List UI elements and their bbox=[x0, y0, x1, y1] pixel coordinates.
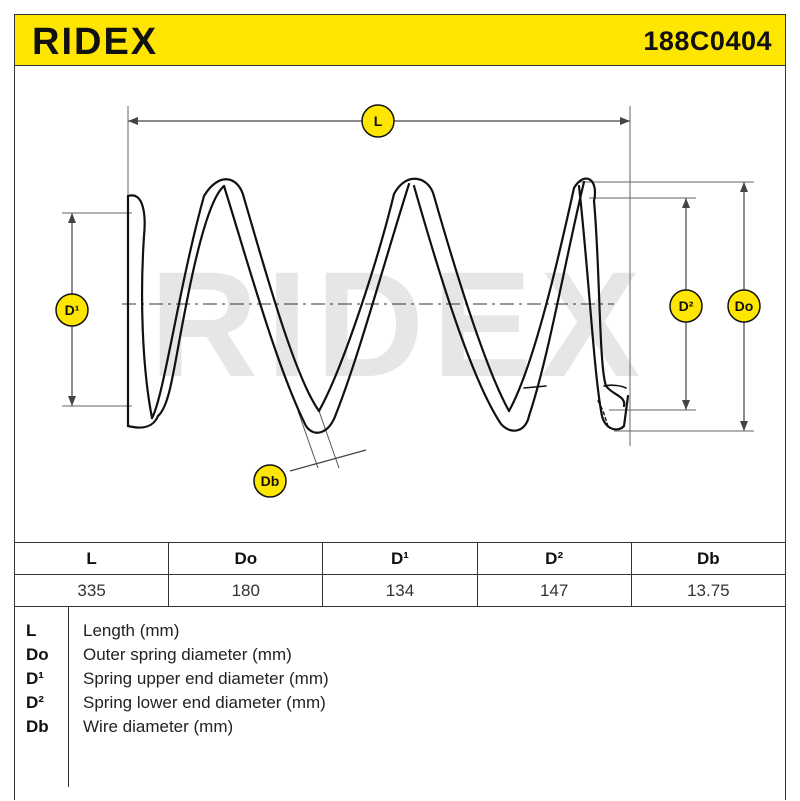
spring-drawing: RIDEX bbox=[55, 104, 761, 498]
d1-arrow-bottom bbox=[68, 396, 76, 406]
legend-key: Db bbox=[26, 717, 49, 736]
table-header-row: L Do D¹ D² Db bbox=[13, 542, 787, 575]
table-header: D¹ bbox=[322, 542, 478, 575]
table-cell: 335 bbox=[13, 574, 170, 607]
part-number: 188C0404 bbox=[643, 26, 772, 56]
brand-name: RIDEX bbox=[32, 21, 158, 63]
l-arrow-left bbox=[128, 117, 138, 125]
badge-l: L bbox=[361, 104, 395, 138]
label-d1: D¹ bbox=[65, 302, 80, 318]
legend-desc: Spring upper end diameter (mm) bbox=[83, 669, 329, 688]
label-db: Db bbox=[261, 473, 280, 489]
legend-desc: Spring lower end diameter (mm) bbox=[83, 693, 326, 712]
watermark: RIDEX bbox=[150, 240, 648, 408]
table-header: D² bbox=[476, 542, 632, 575]
legend-key: Do bbox=[26, 645, 49, 664]
legend-key: L bbox=[26, 621, 37, 640]
d1-arrow-top bbox=[68, 213, 76, 223]
dimensions-table: L Do D¹ D² Db 335 180 134 147 13.75 bbox=[13, 542, 787, 607]
badge-db: Db bbox=[253, 464, 287, 498]
badge-d2: D² bbox=[669, 289, 703, 323]
label-d2: D² bbox=[679, 298, 694, 314]
coil-spring bbox=[126, 177, 630, 434]
label-l: L bbox=[374, 113, 383, 129]
legend-desc: Wire diameter (mm) bbox=[83, 717, 234, 736]
legend-item: D² Spring lower end diameter (mm) bbox=[14, 691, 786, 715]
l-arrow-right bbox=[620, 117, 630, 125]
legend-divider bbox=[68, 607, 69, 787]
table-cell: 147 bbox=[476, 574, 632, 607]
legend-item: Db Wire diameter (mm) bbox=[14, 715, 786, 739]
legend-item: L Length (mm) bbox=[14, 619, 786, 643]
label-do: Do bbox=[735, 298, 754, 314]
badge-do: Do bbox=[727, 289, 761, 323]
legend-item: D¹ Spring upper end diameter (mm) bbox=[14, 667, 786, 691]
table-cell: 134 bbox=[322, 574, 478, 607]
legend-desc: Outer spring diameter (mm) bbox=[83, 645, 292, 664]
db-extension-a bbox=[297, 410, 319, 469]
do-arrow-bottom bbox=[740, 421, 748, 431]
table-cell: 13.75 bbox=[630, 574, 787, 607]
legend: L Length (mm) Do Outer spring diameter (… bbox=[14, 606, 786, 801]
d2-arrow-top bbox=[682, 198, 690, 208]
legend-key: D¹ bbox=[26, 669, 44, 688]
legend-desc: Length (mm) bbox=[83, 621, 180, 640]
legend-key: D² bbox=[26, 693, 44, 712]
db-dimension-line bbox=[289, 449, 367, 472]
table-header: L bbox=[13, 542, 170, 575]
d2-arrow-bottom bbox=[682, 400, 690, 410]
table-cell: 180 bbox=[168, 574, 324, 607]
table-header: Db bbox=[630, 542, 787, 575]
table-value-row: 335 180 134 147 13.75 bbox=[13, 574, 787, 607]
header-bar bbox=[14, 14, 786, 66]
db-extension-b bbox=[318, 410, 340, 469]
table-header: Do bbox=[168, 542, 324, 575]
ridex-logo: RIDEX bbox=[32, 21, 158, 63]
badge-d1: D¹ bbox=[55, 293, 89, 327]
legend-item: Do Outer spring diameter (mm) bbox=[14, 643, 786, 667]
do-arrow-top bbox=[740, 182, 748, 192]
